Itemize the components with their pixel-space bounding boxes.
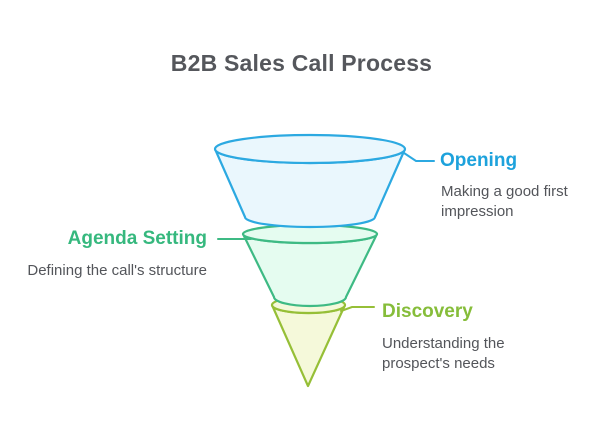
stage-description-agenda-setting: Defining the call's structure bbox=[27, 262, 207, 279]
funnel-stage-agenda-setting bbox=[217, 223, 379, 308]
stage-label-opening: Opening bbox=[440, 150, 518, 171]
stage-label-agenda-setting: Agenda Setting bbox=[67, 228, 207, 249]
opening-connector-line bbox=[403, 152, 435, 162]
diagram-title: B2B Sales Call Process bbox=[170, 50, 433, 76]
opening-mouth-ellipse bbox=[213, 133, 407, 165]
stage-description-opening: Making a good first impression bbox=[441, 183, 568, 220]
funnel-stage-discovery bbox=[270, 295, 375, 388]
discovery-connector-line bbox=[340, 306, 375, 312]
agenda-setting-body-shape bbox=[241, 232, 379, 308]
stage-label-discovery: Discovery bbox=[382, 301, 473, 322]
stage-description-discovery: Understanding the prospect's needs bbox=[382, 335, 505, 372]
funnel-stage-opening bbox=[213, 133, 435, 229]
discovery-cone-shape bbox=[270, 303, 347, 388]
